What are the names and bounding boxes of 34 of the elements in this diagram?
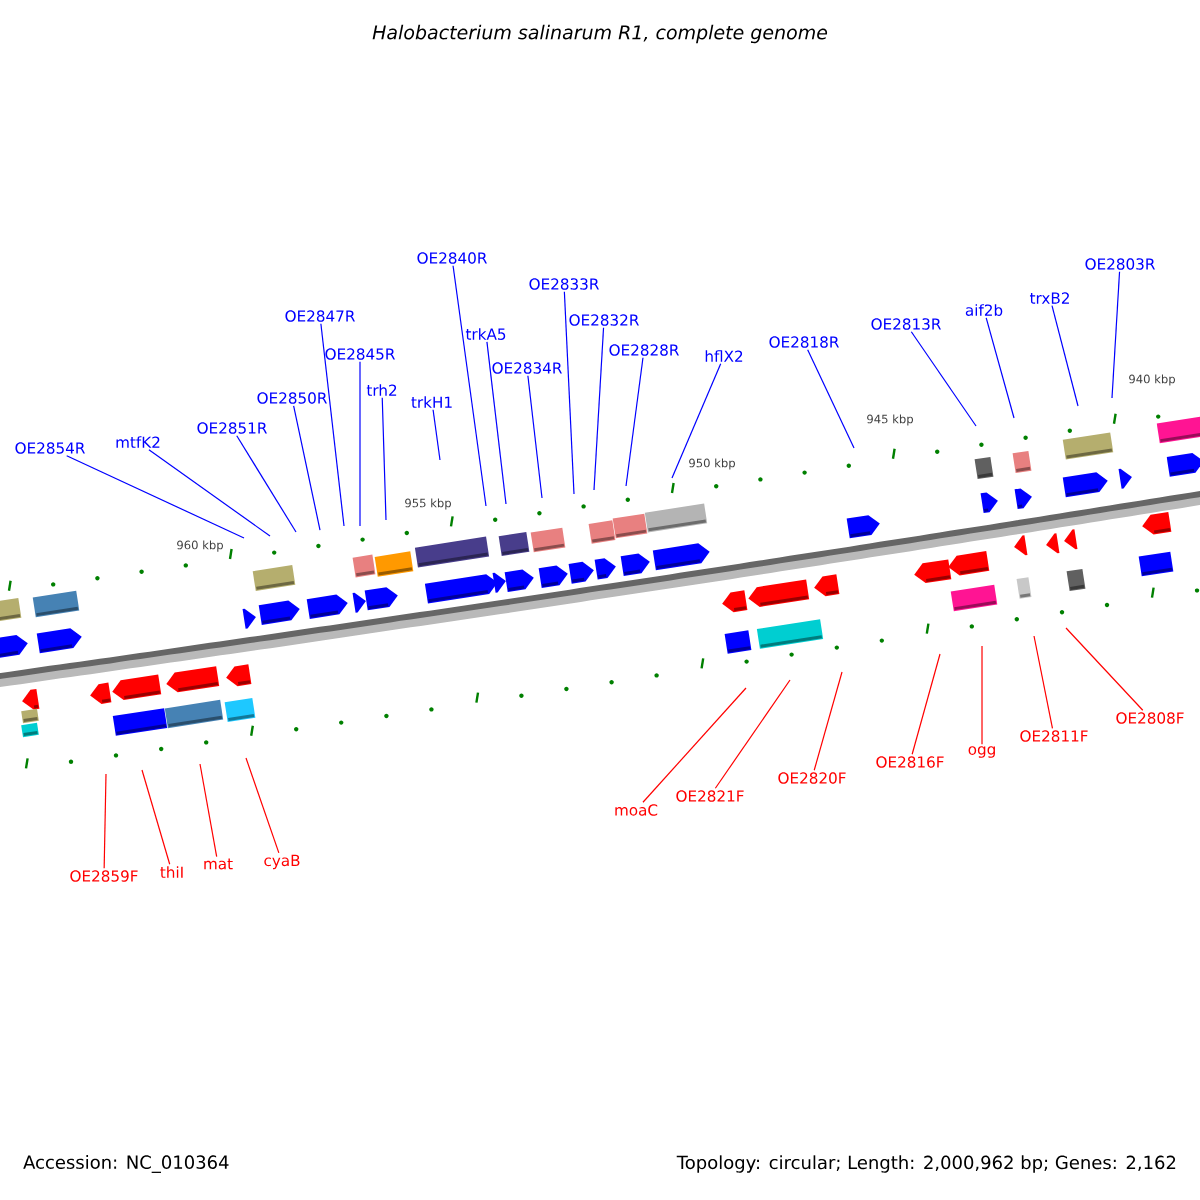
leader-line [381,397,387,521]
footer-text: Accession: NC_010364 [23,1155,229,1173]
leader-line [714,679,791,789]
title: Halobacterium salinarum R1, complete genome [372,24,828,44]
leader-line [66,455,245,539]
leader-line [199,763,218,858]
leader-line [148,449,271,537]
leader-line [563,291,575,495]
leader-line [452,265,487,507]
leader-line [813,671,843,771]
leader-line [245,757,280,854]
leader-line [642,687,747,803]
leader-line [359,361,361,527]
leader-line [320,323,345,527]
footer-text: Topology: circular; Length: 2,000,962 bp; Genes: 2,162 [676,1155,1176,1173]
leader-line [1051,305,1079,407]
leader-line [593,327,605,491]
leader-line [985,317,1015,419]
leader-line [671,363,722,479]
leader-line [981,645,983,745]
leader-line [1033,635,1054,729]
leader-line [527,375,543,499]
leader-line [807,349,855,449]
leader-line [293,405,321,531]
leader-line [486,341,507,505]
leader-line [1111,271,1121,399]
leader-line [103,773,107,869]
leader-line [625,357,644,487]
leader-line [432,409,441,461]
leader-line [911,653,941,755]
leader-line [1065,627,1144,711]
leader-line [236,435,297,533]
leader-line [141,769,171,865]
leader-line [910,331,977,427]
